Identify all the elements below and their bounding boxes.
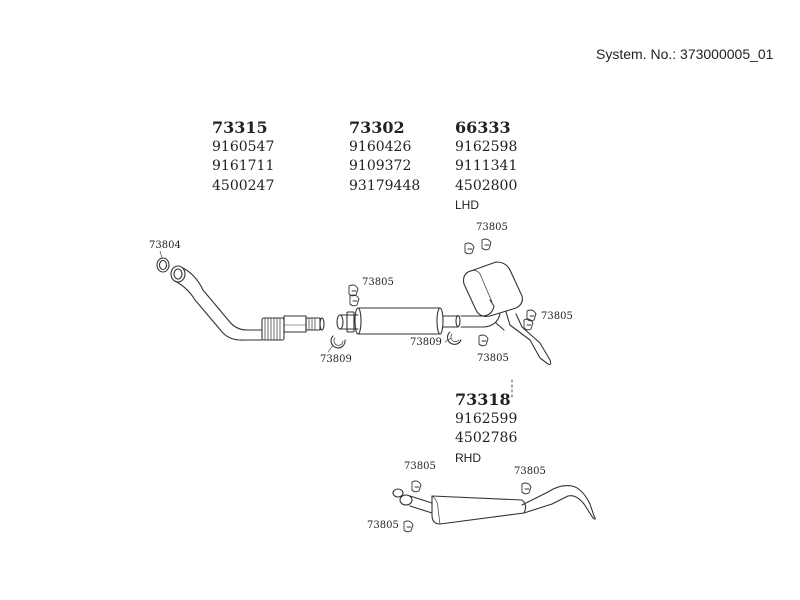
part-ref: 9162599: [455, 410, 518, 427]
part-group-66333: 66333 9162598 9111341 4502800 LHD: [455, 118, 517, 216]
exhaust-clamp: [403, 520, 414, 533]
exhaust-clamp: [464, 238, 492, 255]
leader-lines: [159, 250, 452, 353]
part-ref: 4502786: [455, 430, 518, 446]
part-ref: 4500247: [212, 177, 275, 194]
part-ref: 93179448: [349, 177, 421, 194]
callout-clamp: 73805: [477, 353, 509, 364]
center-muffler: [336, 307, 461, 335]
part-ref: 9162598: [455, 138, 518, 155]
gasket-ring: [156, 257, 186, 283]
callout-clamp: 73805: [541, 311, 573, 322]
part-ref: 9161711: [212, 158, 275, 174]
system-value: 373000005_01: [680, 46, 774, 62]
part-ref: 9109372: [349, 158, 412, 174]
exhaust-clamp: [478, 334, 489, 347]
front-pipe: [174, 267, 325, 341]
part-group-73315: 73315 9160547 9161711 4500247: [212, 118, 274, 196]
callout-ring: 73809: [320, 354, 352, 365]
system-label: System. No.:: [596, 46, 677, 62]
part-group-73318: 73318 9162599 4502786 RHD: [455, 390, 517, 468]
callout-clamp: 73805: [514, 466, 546, 477]
clamp-ring: [446, 331, 462, 345]
exhaust-clamp: [348, 284, 360, 307]
part-ref: 9160547: [212, 138, 275, 155]
part-number-head: 73318: [455, 390, 511, 409]
callout-clamp: 73805: [367, 520, 399, 531]
callout-clamp: 73805: [476, 222, 508, 233]
part-ref: 9111341: [455, 158, 518, 174]
part-ref: 9160426: [349, 138, 412, 155]
part-group-73302: 73302 9160426 9109372 93179448: [349, 118, 420, 196]
drive-side-label: LHD: [455, 198, 480, 212]
callout-ring: 73809: [410, 337, 442, 348]
part-number-head: 73315: [212, 118, 268, 137]
callout-gasket: 73804: [149, 240, 181, 251]
exhaust-clamp: [523, 309, 537, 331]
callout-clamp: 73805: [404, 461, 436, 472]
part-ref: 4502800: [455, 177, 518, 194]
rear-muffler: [460, 261, 552, 366]
system-number: System. No.: 373000005_01: [596, 46, 773, 62]
exhaust-clamp: [411, 480, 422, 493]
rear-muffler-rhd: [392, 485, 596, 525]
callout-clamp: 73805: [362, 277, 394, 288]
drive-side-label: RHD: [455, 450, 481, 465]
exhaust-clamp: [521, 482, 532, 495]
part-number-head: 66333: [455, 118, 511, 137]
part-number-head: 73302: [349, 118, 405, 137]
clamp-ring: [330, 335, 346, 349]
